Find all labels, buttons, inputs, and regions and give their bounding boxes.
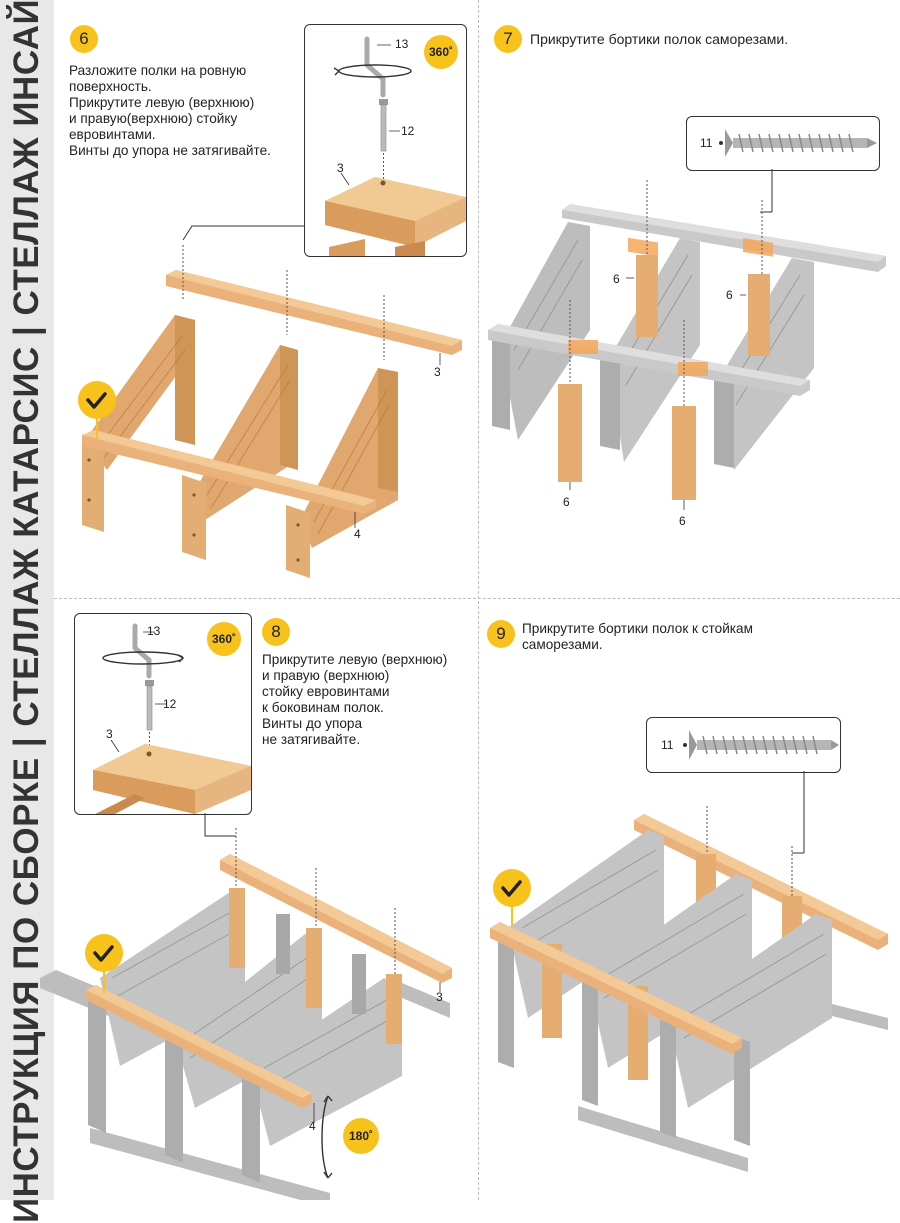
step-8-badge: 8 [262, 618, 290, 646]
part-label-13: 13 [147, 624, 161, 638]
step-9-screw-inset: 11 [646, 717, 841, 773]
part-label-4: 4 [309, 1119, 316, 1133]
step-9-text: Прикрутите бортики полок к стойкам самор… [522, 621, 753, 652]
part-label-6: 6 [679, 514, 686, 528]
part-label-3: 3 [436, 990, 443, 1004]
screw-icon [719, 129, 877, 157]
screw-icon [683, 730, 839, 760]
step-9-badge: 9 [487, 620, 515, 648]
step-8-drawing [40, 813, 452, 1200]
rotation-180-badge: 180˚ [343, 1118, 379, 1154]
step-7-drawing [488, 169, 886, 510]
step-6-badge: 6 [70, 25, 98, 53]
step-7-screw-inset: 11 [686, 116, 880, 171]
rotation-360-badge: 360˚ [207, 622, 241, 656]
part-label-3: 3 [434, 365, 441, 379]
check-icon [78, 381, 116, 419]
step-8-inset: 13 12 3 [74, 613, 252, 815]
step-8-inset-drawing [93, 623, 251, 814]
step-6-drawing [78, 225, 462, 578]
horizontal-divider [54, 598, 900, 599]
step-8-text: Прикрутите левую (верхнюю) и правую (вер… [262, 652, 448, 747]
step-7-text: Прикрутите бортики полок саморезами. [530, 31, 789, 47]
part-label-12: 12 [163, 697, 177, 711]
step-9-drawing [490, 771, 888, 1172]
vertical-divider [478, 0, 479, 1200]
part-label-11: 11 [661, 738, 674, 752]
part-label-4: 4 [354, 527, 361, 541]
rotation-360-badge: 360˚ [424, 35, 458, 69]
step-7-badge: 7 [494, 25, 522, 53]
part-label-3: 3 [337, 161, 344, 175]
step-6-inset-drawing [325, 36, 466, 256]
part-label-6: 6 [613, 272, 620, 286]
hex-key-icon [364, 36, 386, 98]
part-label-11: 11 [700, 136, 713, 150]
step-6-inset: 13 12 3 [304, 24, 467, 257]
part-label-3: 3 [106, 727, 113, 741]
check-icon [85, 934, 123, 972]
sidebar: ИНСТРУКЦИЯ ПО СБОРКЕ | СТЕЛЛАЖ КАТАРСИС … [0, 0, 54, 1223]
hex-key-icon [132, 623, 152, 679]
part-label-12: 12 [401, 124, 415, 138]
part-label-6: 6 [563, 495, 570, 509]
part-label-13: 13 [395, 37, 409, 51]
check-icon [493, 869, 531, 907]
part-label-6: 6 [726, 288, 733, 302]
step-6-text: Разложите полки на ровную поверхность. П… [69, 63, 271, 158]
